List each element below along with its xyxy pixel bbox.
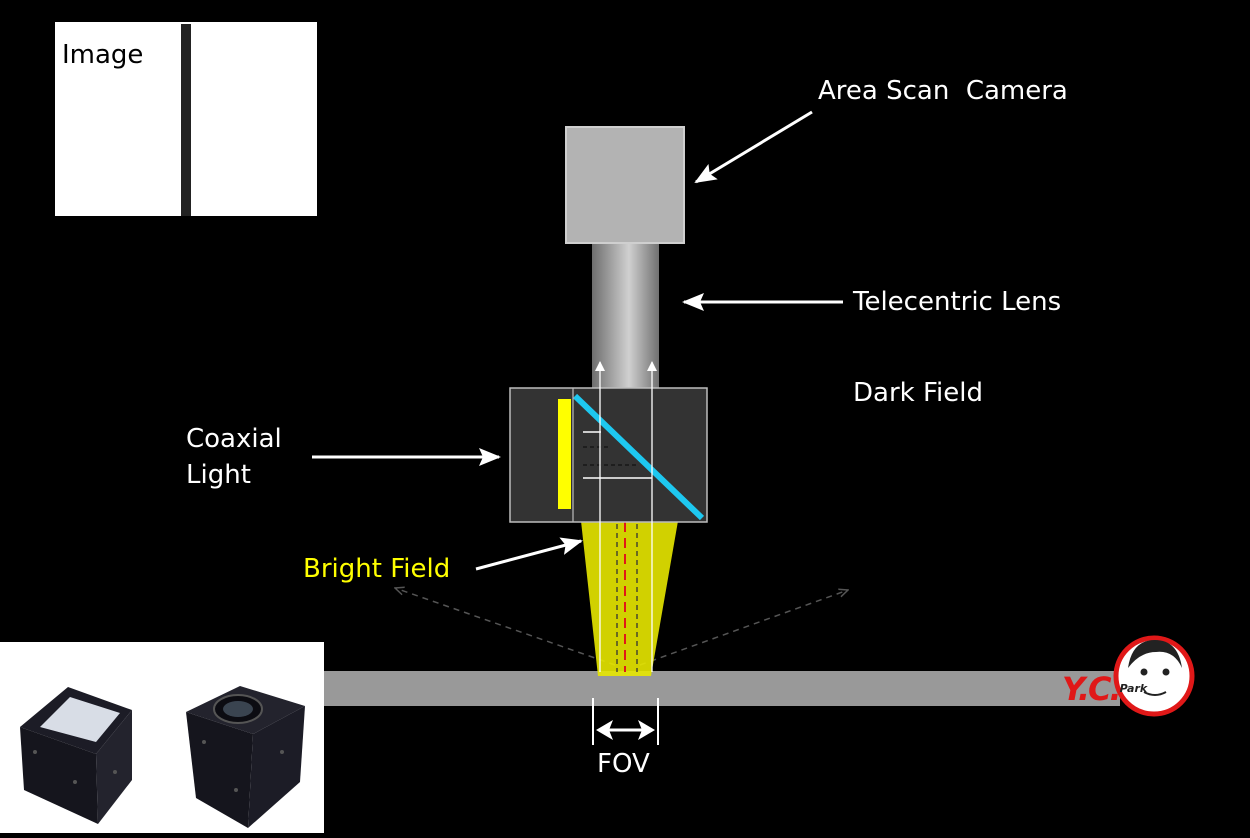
camera-label: Area Scan Camera	[818, 76, 1068, 106]
product-photo-panel	[0, 642, 324, 833]
coaxial-light-label: Coaxial Light	[186, 424, 282, 490]
beamsplitter	[572, 393, 705, 521]
bright-field-label: Bright Field	[303, 554, 451, 584]
logo-text: Y.C.Park	[1062, 672, 1147, 706]
image-inset-label: Image	[62, 40, 144, 70]
dark-field-ray-left	[395, 588, 616, 666]
telecentric-lens	[592, 244, 659, 389]
coaxial-light	[509, 387, 708, 523]
logo-face-icon	[1113, 635, 1195, 717]
telecentric-lens-label: Telecentric Lens	[853, 287, 1062, 317]
led-strip	[558, 399, 571, 509]
bright-field-arrow	[475, 537, 583, 571]
coaxial-light-unit-rear	[186, 686, 305, 828]
dark-field-ray-right	[639, 590, 848, 666]
area-scan-camera	[565, 126, 685, 244]
bright-field-cone	[581, 521, 678, 676]
fov-label: FOV	[597, 749, 650, 779]
image-defect-line	[181, 24, 191, 216]
fov-dimension	[592, 698, 659, 745]
coaxial-light-product-photo	[20, 686, 305, 828]
camera-arrow	[694, 110, 813, 184]
coaxial-light-unit-front	[20, 687, 132, 824]
logo-initials: Y.C.	[1062, 670, 1122, 708]
object-surface	[320, 671, 1120, 706]
image-inset	[55, 22, 317, 216]
logo-superscript: Park	[1119, 682, 1148, 695]
dark-field-label: Dark Field	[853, 378, 983, 408]
